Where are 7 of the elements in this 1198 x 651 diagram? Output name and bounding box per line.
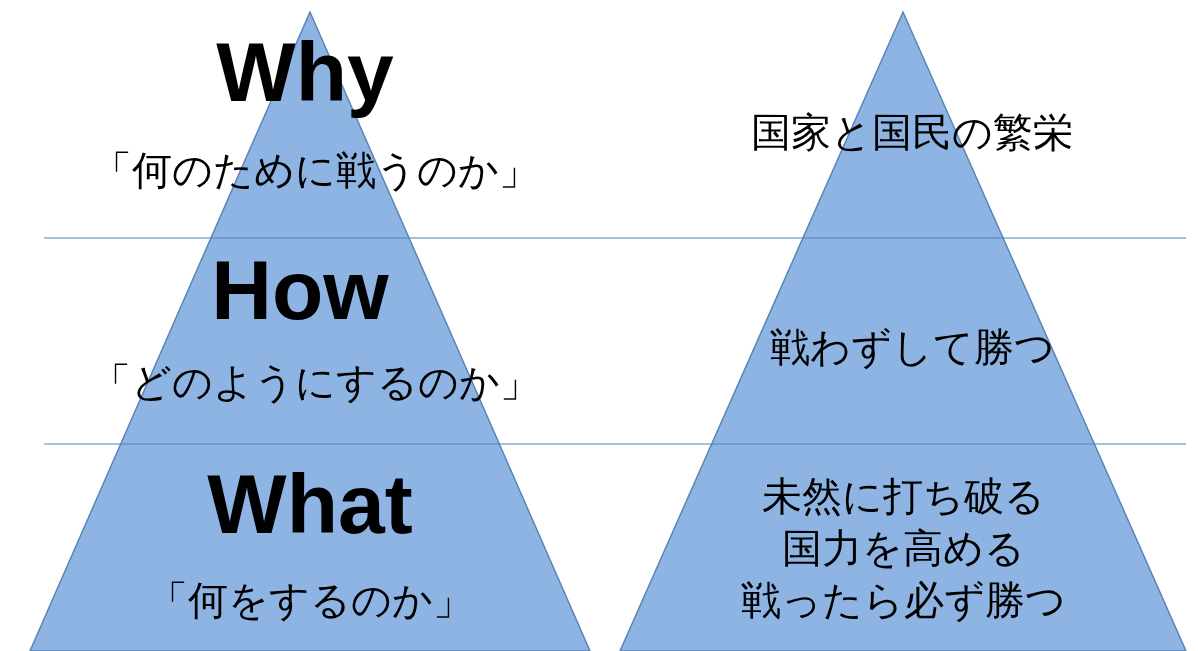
answer-text: 戦ったら必ず勝つ [740,580,1066,620]
answer-text: 未然に打ち破る [761,476,1045,516]
level-heading: What [207,462,413,546]
answer-text: 戦わずして勝つ [769,327,1055,367]
answer-text: 国力を高める [781,528,1025,568]
question-text: 「何をするのか」 [147,580,473,620]
level-heading: How [211,248,389,332]
